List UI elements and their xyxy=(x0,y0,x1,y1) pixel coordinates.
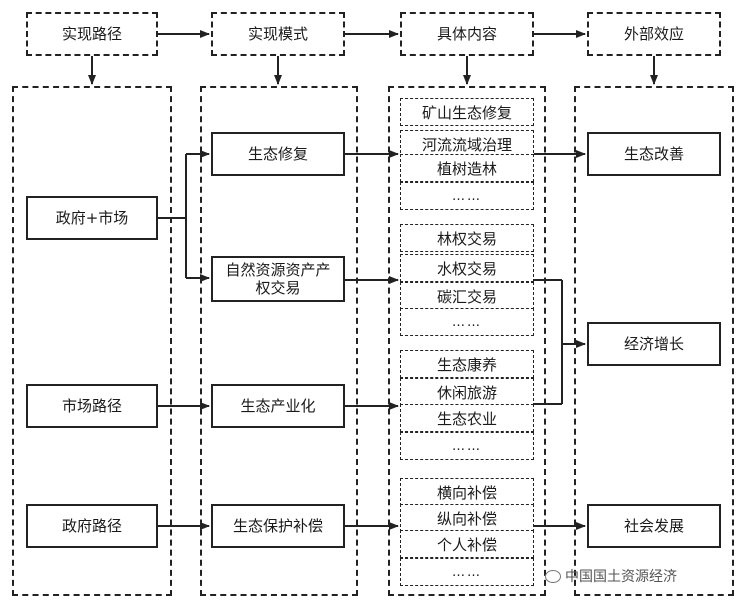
content-item-more: …… xyxy=(400,558,534,586)
content-item: 水权交易 xyxy=(400,254,534,282)
header-content: 具体内容 xyxy=(400,12,534,56)
content-item: 个人补偿 xyxy=(400,530,534,558)
content-item-more: …… xyxy=(400,308,534,336)
header-effects: 外部效应 xyxy=(587,12,721,56)
effect-social-development: 社会发展 xyxy=(587,504,721,548)
content-item: 休闲旅游 xyxy=(400,378,534,406)
column-content xyxy=(388,86,546,596)
column-effects xyxy=(574,86,734,596)
content-item: 林权交易 xyxy=(400,224,534,252)
content-item: 纵向补偿 xyxy=(400,504,534,532)
mode-property-trading: 自然资源资产产权交易 xyxy=(211,256,345,302)
content-item-more: …… xyxy=(400,182,534,210)
content-item: 矿山生态修复 xyxy=(400,98,534,126)
content-item: 生态康养 xyxy=(400,350,534,378)
content-item: 生态农业 xyxy=(400,404,534,432)
path-gov: 政府路径 xyxy=(26,504,158,548)
watermark-text: 中国国土资源经济 xyxy=(565,569,677,585)
content-item: 河流流域治理 xyxy=(400,130,534,158)
header-modes: 实现模式 xyxy=(211,12,345,56)
content-item-more: …… xyxy=(400,432,534,460)
mode-eco-industrialization: 生态产业化 xyxy=(211,384,345,428)
mode-eco-compensation: 生态保护补偿 xyxy=(211,504,345,548)
watermark: 中国国土资源经济 xyxy=(545,566,677,586)
wechat-icon xyxy=(545,569,561,583)
content-item: 植树造林 xyxy=(400,154,534,182)
column-paths xyxy=(12,86,172,596)
column-modes xyxy=(200,86,358,596)
mode-eco-restoration: 生态修复 xyxy=(211,132,345,176)
effect-eco-improvement: 生态改善 xyxy=(587,132,721,176)
content-item: 横向补偿 xyxy=(400,478,534,506)
path-market: 市场路径 xyxy=(26,384,158,428)
header-paths: 实现路径 xyxy=(26,12,158,56)
effect-economic-growth: 经济增长 xyxy=(587,322,721,366)
path-gov-market: 政府+市场 xyxy=(26,196,158,240)
content-item: 碳汇交易 xyxy=(400,282,534,310)
